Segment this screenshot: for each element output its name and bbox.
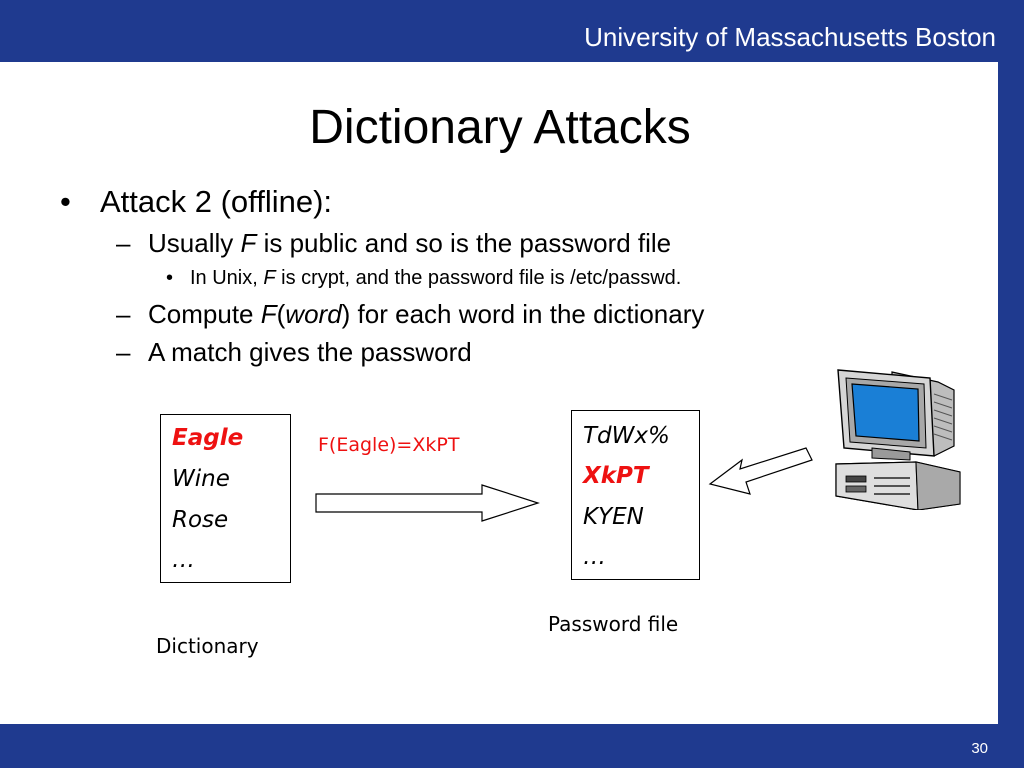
text-pre: Usually — [148, 228, 241, 258]
dash-marker: – — [116, 337, 131, 367]
function-f: F — [260, 299, 277, 329]
slide-title: Dictionary Attacks — [309, 101, 691, 154]
bullet-text: A match gives the password — [148, 337, 472, 367]
text-pre: Compute — [148, 299, 261, 329]
text-pre: In Unix, — [190, 267, 264, 289]
dash-marker: – — [116, 228, 131, 258]
slide-body: Dictionary Attacks • Attack 2 (offline):… — [0, 62, 998, 724]
dash-marker: – — [116, 299, 131, 329]
password-entry-ellipsis: … — [583, 544, 606, 570]
dictionary-entry-rose: Rose — [172, 507, 229, 533]
function-label: F(Eagle)=XkPT — [318, 434, 460, 456]
password-entry-xkpt: XkPT — [583, 463, 649, 489]
text-post: is public and so is the password file — [256, 228, 672, 258]
paren-open: ( — [276, 299, 286, 329]
word-variable: word — [285, 299, 342, 329]
text-post: ) for each word in the dictionary — [341, 299, 705, 329]
password-entry-kyen: KYEN — [583, 504, 644, 530]
text-post: is crypt, and the password file is /etc/… — [275, 267, 682, 289]
arrow-right-icon — [315, 484, 540, 522]
dictionary-label: Dictionary — [156, 634, 259, 658]
arrow-left-icon — [708, 447, 813, 495]
footer-banner: 30 — [0, 724, 1024, 768]
dictionary-entry-wine: Wine — [172, 466, 230, 492]
bullet-text: Attack 2 (offline): — [100, 184, 333, 219]
function-f: F — [263, 267, 276, 289]
dictionary-entry-eagle: Eagle — [172, 425, 244, 451]
computer-icon — [835, 369, 961, 510]
bullet-marker: • — [166, 267, 174, 289]
dictionary-box: Eagle Wine Rose … — [160, 414, 291, 583]
password-file-box: TdWx% XkPT KYEN … — [571, 410, 700, 580]
password-file-label: Password file — [548, 612, 679, 636]
function-f: F — [240, 228, 257, 258]
dictionary-entry-ellipsis: … — [172, 547, 195, 573]
institution-name: University of Massachusetts Boston — [584, 22, 996, 52]
header-banner: University of Massachusetts Boston — [0, 0, 1024, 62]
page-number: 30 — [971, 740, 988, 757]
bullet-marker: • — [60, 184, 71, 219]
password-entry-tdwx: TdWx% — [583, 423, 670, 449]
